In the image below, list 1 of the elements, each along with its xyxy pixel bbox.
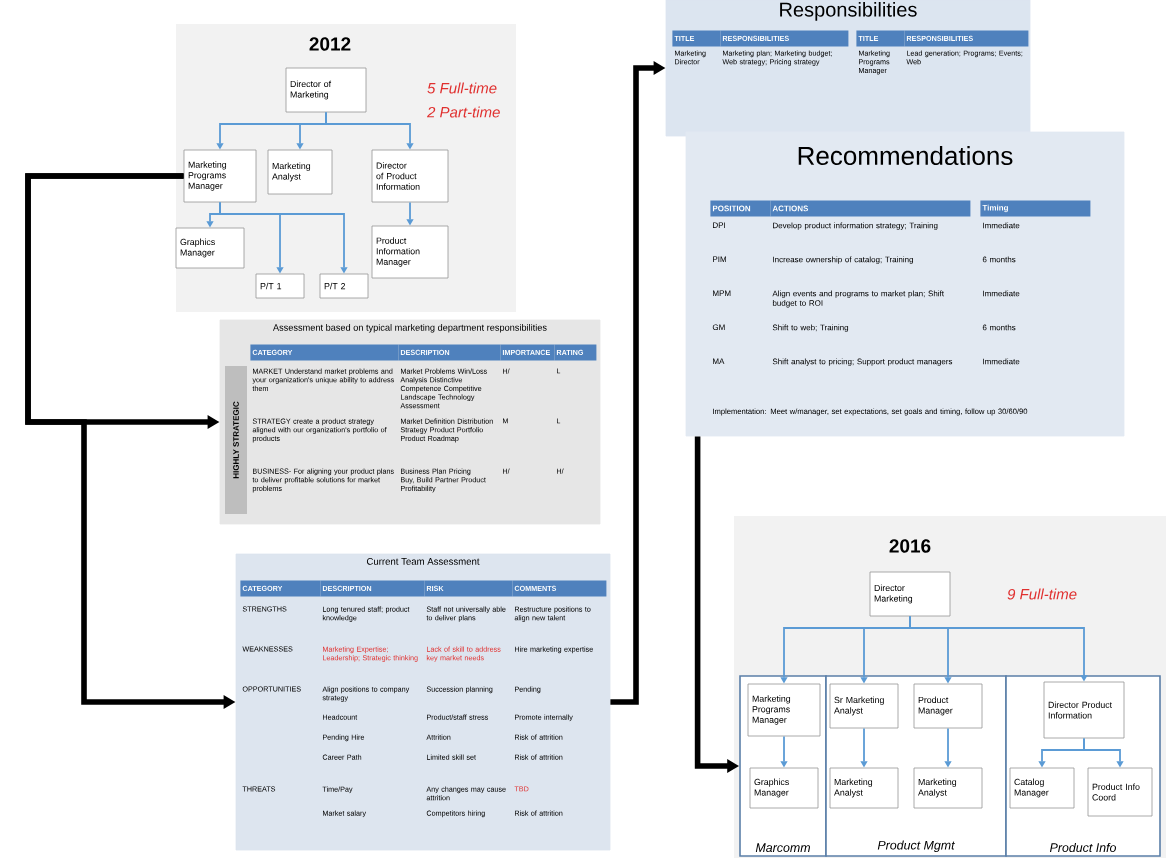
year-heading: 2016	[889, 539, 931, 553]
